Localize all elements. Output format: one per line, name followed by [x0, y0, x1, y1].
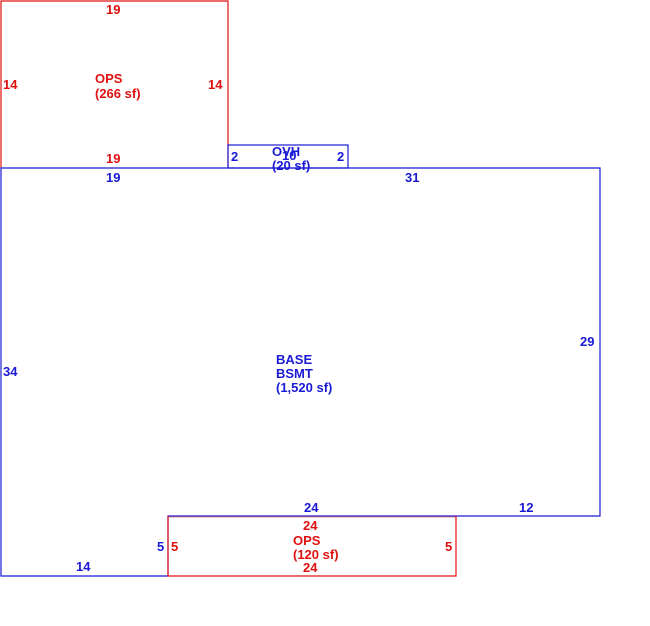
dim-base-notch-top: 24 — [304, 500, 319, 515]
dim-ops-bottom-right: 5 — [445, 539, 452, 554]
dim-ovh-top: 10 — [282, 148, 296, 163]
ovh-area: (20 sf) — [272, 158, 310, 173]
dim-ops-top-top: 19 — [106, 2, 120, 17]
ops-top-name: OPS — [95, 71, 123, 86]
dim-ops-top-right: 14 — [208, 77, 223, 92]
ops-bottom-name: OPS — [293, 533, 321, 548]
ops-top-outline — [0, 0, 229, 168]
base-name: BASE — [276, 352, 312, 367]
dim-base-notch-run: 12 — [519, 500, 533, 515]
dim-ops-bottom-bottom: 24 — [303, 560, 318, 575]
dim-ops-top-bottom: 19 — [106, 151, 120, 166]
dim-ovh-left: 2 — [231, 149, 238, 164]
dim-ops-top-left: 14 — [3, 77, 18, 92]
dim-base-left: 34 — [3, 364, 18, 379]
dim-ops-bottom-left: 5 — [171, 539, 178, 554]
dim-base-notch-left: 5 — [157, 539, 164, 554]
dim-base-top-right: 31 — [405, 170, 419, 185]
dim-base-bottom-left: 14 — [76, 559, 91, 574]
dim-ops-bottom-top: 24 — [303, 518, 318, 533]
dim-base-right: 29 — [580, 334, 594, 349]
base-subname: BSMT — [276, 366, 313, 381]
ops-bottom-area: (120 sf) — [293, 547, 339, 562]
ops-top-area: (266 sf) — [95, 86, 141, 101]
ovh-name: OVH — [272, 144, 300, 159]
ops-bottom-outline — [167, 516, 457, 577]
dim-ovh-right: 2 — [337, 149, 344, 164]
base-area: (1,520 sf) — [276, 380, 332, 395]
dim-base-top-left: 19 — [106, 170, 120, 185]
